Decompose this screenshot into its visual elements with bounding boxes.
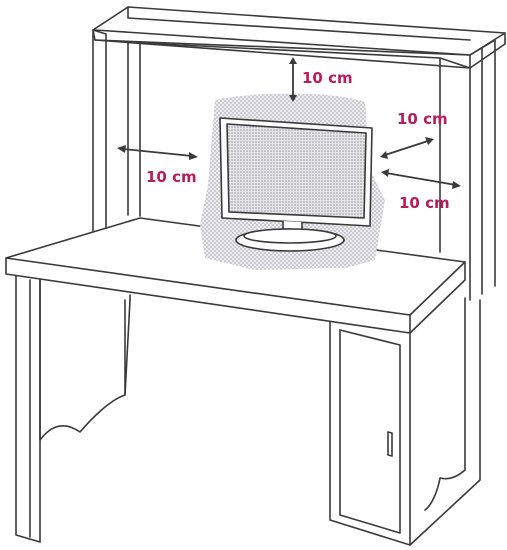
- hutch-right-panel: [469, 39, 496, 301]
- desk-left-leg: [15, 275, 41, 543]
- arrow-right-upper: [384, 140, 429, 156]
- desk-front-edge: [5, 257, 411, 334]
- clearance-label-right-lower: 10 cm: [399, 194, 450, 212]
- monitor-screen: [226, 123, 367, 219]
- clearance-label-right-upper: 10 cm: [397, 110, 448, 128]
- clearance-label-left: 10 cm: [146, 168, 197, 186]
- hutch-left-panel: [92, 29, 107, 269]
- arrow-right-lower: [385, 172, 457, 186]
- clearance-label-top: 10 cm: [302, 69, 353, 87]
- clearance-arrows: [117, 57, 461, 189]
- pedestal-handle: [387, 431, 393, 457]
- desk-pedestal: [329, 321, 411, 546]
- arrow-left: [122, 148, 193, 157]
